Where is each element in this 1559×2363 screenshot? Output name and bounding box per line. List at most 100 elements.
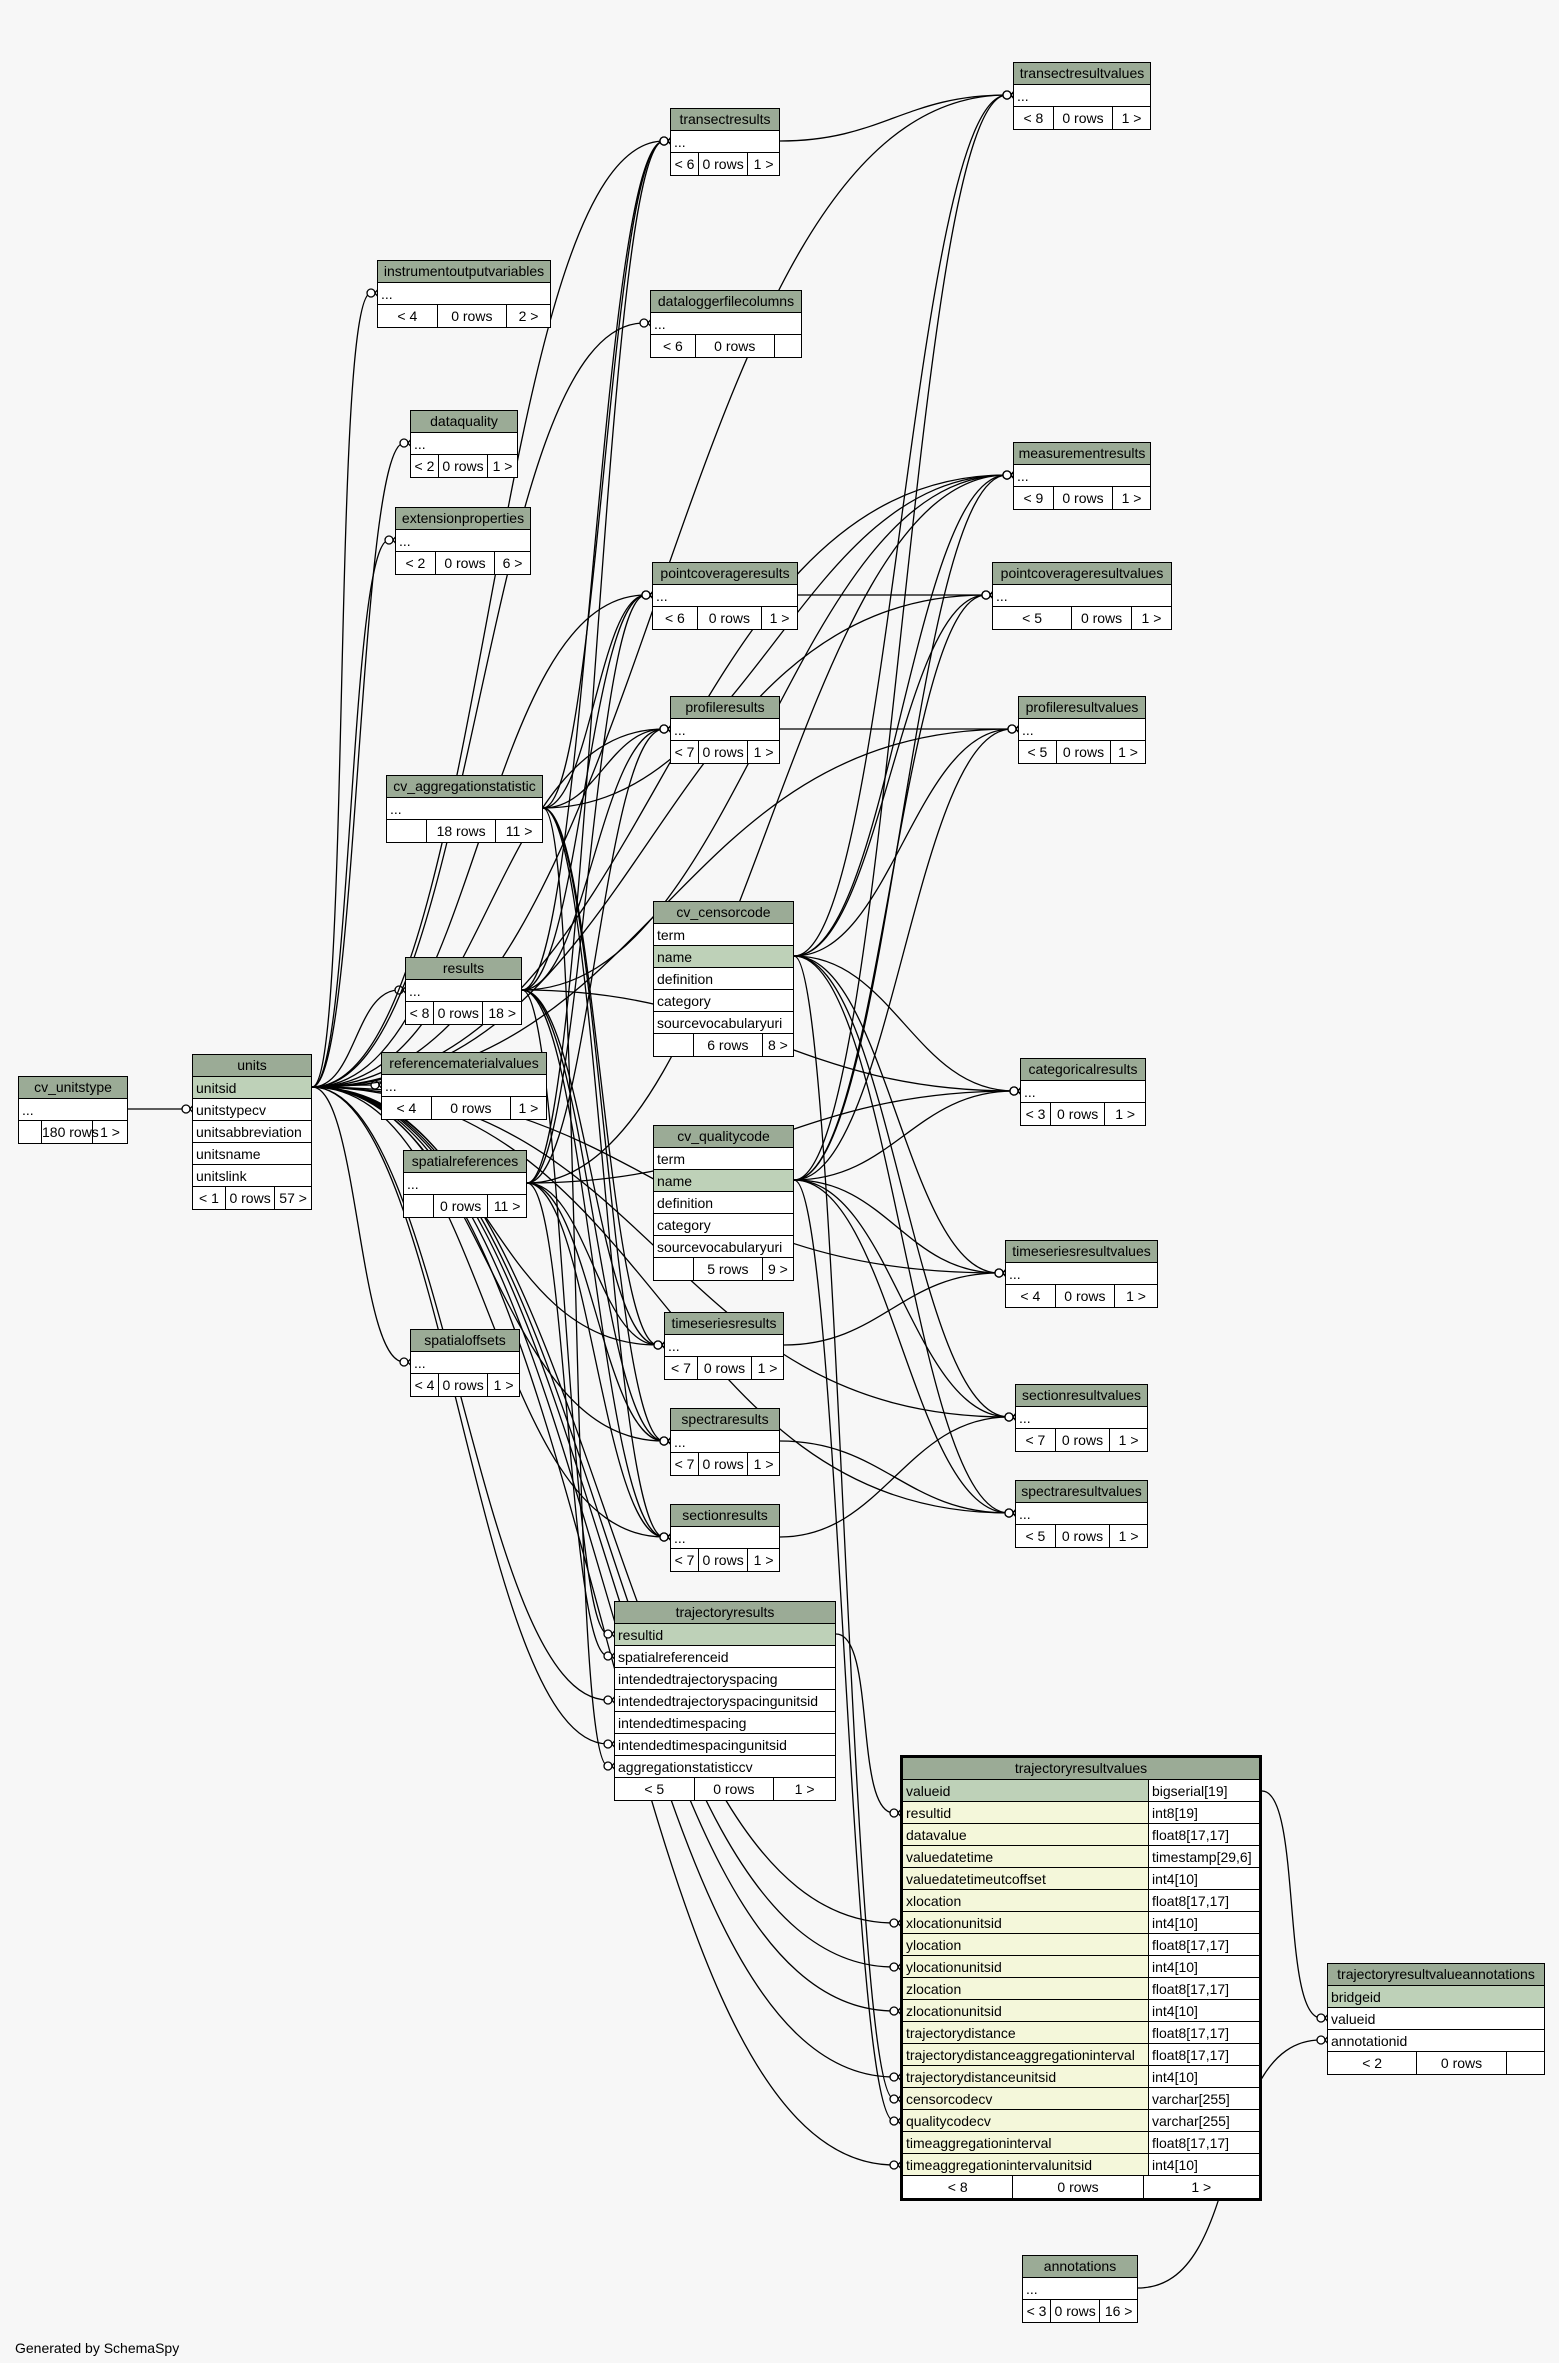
parents-count[interactable]: < 7 bbox=[671, 741, 699, 763]
column-row[interactable]: intendedtrajectoryspacingunitsid bbox=[615, 1690, 835, 1712]
children-count[interactable]: 1 > bbox=[1118, 1432, 1139, 1448]
column-row[interactable]: definition bbox=[654, 1192, 793, 1214]
parents-count[interactable]: < 7 bbox=[671, 1453, 699, 1475]
column-row[interactable]: ... bbox=[404, 1173, 526, 1195]
table-header[interactable]: sectionresultvalues bbox=[1016, 1385, 1147, 1407]
table-header[interactable]: timeseriesresults bbox=[665, 1313, 783, 1335]
column-row[interactable]: ... bbox=[651, 313, 801, 335]
children-count[interactable]: 1 > bbox=[757, 1360, 778, 1376]
table-header[interactable]: pointcoverageresults bbox=[653, 563, 797, 585]
parents-count[interactable]: < 6 bbox=[651, 335, 696, 357]
children-count[interactable]: 11 > bbox=[505, 823, 533, 839]
parents-count[interactable]: < 4 bbox=[411, 1374, 439, 1396]
column-row[interactable]: ... bbox=[382, 1075, 546, 1097]
children-count[interactable]: 1 > bbox=[753, 1552, 774, 1568]
children-count[interactable]: 1 > bbox=[1191, 2179, 1212, 2195]
column-name[interactable]: ylocationunitsid bbox=[903, 1956, 1149, 1978]
column-name[interactable]: xlocation bbox=[903, 1890, 1149, 1912]
children-count[interactable]: 1 > bbox=[1141, 610, 1162, 626]
column-row[interactable]: ... bbox=[671, 1527, 779, 1549]
children-count[interactable]: 8 > bbox=[768, 1037, 788, 1053]
table-header[interactable]: results bbox=[406, 958, 521, 980]
column-row[interactable]: name bbox=[654, 1170, 793, 1192]
column-row[interactable]: category bbox=[654, 1214, 793, 1236]
column-row[interactable]: valueid bbox=[1328, 2008, 1544, 2030]
column-row[interactable]: ... bbox=[387, 798, 542, 820]
children-count[interactable]: 11 > bbox=[493, 1198, 521, 1214]
children-count[interactable]: 9 > bbox=[768, 1261, 788, 1277]
column-name[interactable]: trajectorydistanceaggregationinterval bbox=[903, 2044, 1149, 2066]
table-header[interactable]: extensionproperties bbox=[396, 508, 530, 530]
column-row[interactable]: ... bbox=[993, 585, 1171, 607]
column-row[interactable]: sourcevocabularyuri bbox=[654, 1236, 793, 1258]
children-count[interactable]: 16 > bbox=[1104, 2303, 1133, 2319]
children-count[interactable]: 2 > bbox=[518, 308, 539, 324]
column-row[interactable]: ... bbox=[671, 719, 779, 741]
children-count[interactable] bbox=[1507, 2052, 1544, 2074]
table-header[interactable]: trajectoryresultvalueannotations bbox=[1328, 1964, 1544, 1986]
table-header[interactable]: units bbox=[193, 1055, 311, 1077]
children-count[interactable]: 6 > bbox=[502, 555, 523, 571]
parents-count[interactable]: < 8 bbox=[1014, 107, 1054, 129]
column-name[interactable]: trajectorydistance bbox=[903, 2022, 1149, 2044]
table-header[interactable]: spectraresults bbox=[671, 1409, 779, 1431]
parents-count[interactable]: < 6 bbox=[653, 607, 698, 629]
column-row[interactable]: intendedtrajectoryspacing bbox=[615, 1668, 835, 1690]
parents-count[interactable]: < 7 bbox=[665, 1357, 698, 1379]
parents-count[interactable]: < 5 bbox=[1016, 1525, 1056, 1547]
parents-count[interactable]: < 5 bbox=[993, 607, 1073, 629]
children-count[interactable]: 1 > bbox=[518, 1100, 539, 1116]
column-row[interactable]: ... bbox=[1019, 719, 1145, 741]
parents-count[interactable]: < 4 bbox=[378, 305, 438, 327]
column-row[interactable]: definition bbox=[654, 968, 793, 990]
parents-count[interactable] bbox=[19, 1121, 42, 1143]
column-name[interactable]: valuedatetimeutcoffset bbox=[903, 1868, 1149, 1890]
column-name[interactable]: valueid bbox=[903, 1780, 1149, 1802]
table-header[interactable]: cv_aggregationstatistic bbox=[387, 776, 542, 798]
column-row[interactable]: sourcevocabularyuri bbox=[654, 1012, 793, 1034]
children-count[interactable]: 1 > bbox=[1121, 110, 1142, 126]
children-count[interactable]: 1 > bbox=[753, 744, 774, 760]
table-header[interactable]: referencematerialvalues bbox=[382, 1053, 546, 1075]
table-header[interactable]: cv_qualitycode bbox=[654, 1126, 793, 1148]
column-row[interactable]: term bbox=[654, 924, 793, 946]
column-row[interactable]: unitsabbreviation bbox=[193, 1121, 311, 1143]
parents-count[interactable] bbox=[654, 1258, 694, 1280]
column-row[interactable]: ... bbox=[411, 433, 517, 455]
parents-count[interactable]: < 2 bbox=[411, 455, 439, 477]
column-name[interactable]: trajectorydistanceunitsid bbox=[903, 2066, 1149, 2088]
column-row[interactable]: ... bbox=[665, 1335, 783, 1357]
column-row[interactable]: ... bbox=[1006, 1263, 1157, 1285]
column-name[interactable]: resultid bbox=[903, 1802, 1149, 1824]
parents-count[interactable]: < 6 bbox=[671, 153, 699, 175]
table-header[interactable]: dataloggerfilecolumns bbox=[651, 291, 801, 313]
column-name[interactable]: timeaggregationintervalunitsid bbox=[903, 2154, 1149, 2176]
column-name[interactable]: datavalue bbox=[903, 1824, 1149, 1846]
children-count[interactable]: 1 > bbox=[1126, 1288, 1146, 1304]
table-header[interactable]: spatialoffsets bbox=[411, 1330, 519, 1352]
parents-count[interactable]: < 4 bbox=[382, 1097, 432, 1119]
table-header[interactable]: timeseriesresultvalues bbox=[1006, 1241, 1157, 1263]
column-row[interactable]: resultid bbox=[615, 1624, 835, 1646]
column-row[interactable]: intendedtimespacing bbox=[615, 1712, 835, 1734]
parents-count[interactable] bbox=[387, 820, 427, 842]
column-name[interactable]: zlocation bbox=[903, 1978, 1149, 2000]
table-header[interactable]: spatialreferences bbox=[404, 1151, 526, 1173]
children-count[interactable] bbox=[775, 335, 801, 357]
children-count[interactable]: 1 > bbox=[1121, 490, 1142, 506]
children-count[interactable]: 1 > bbox=[1118, 1528, 1139, 1544]
